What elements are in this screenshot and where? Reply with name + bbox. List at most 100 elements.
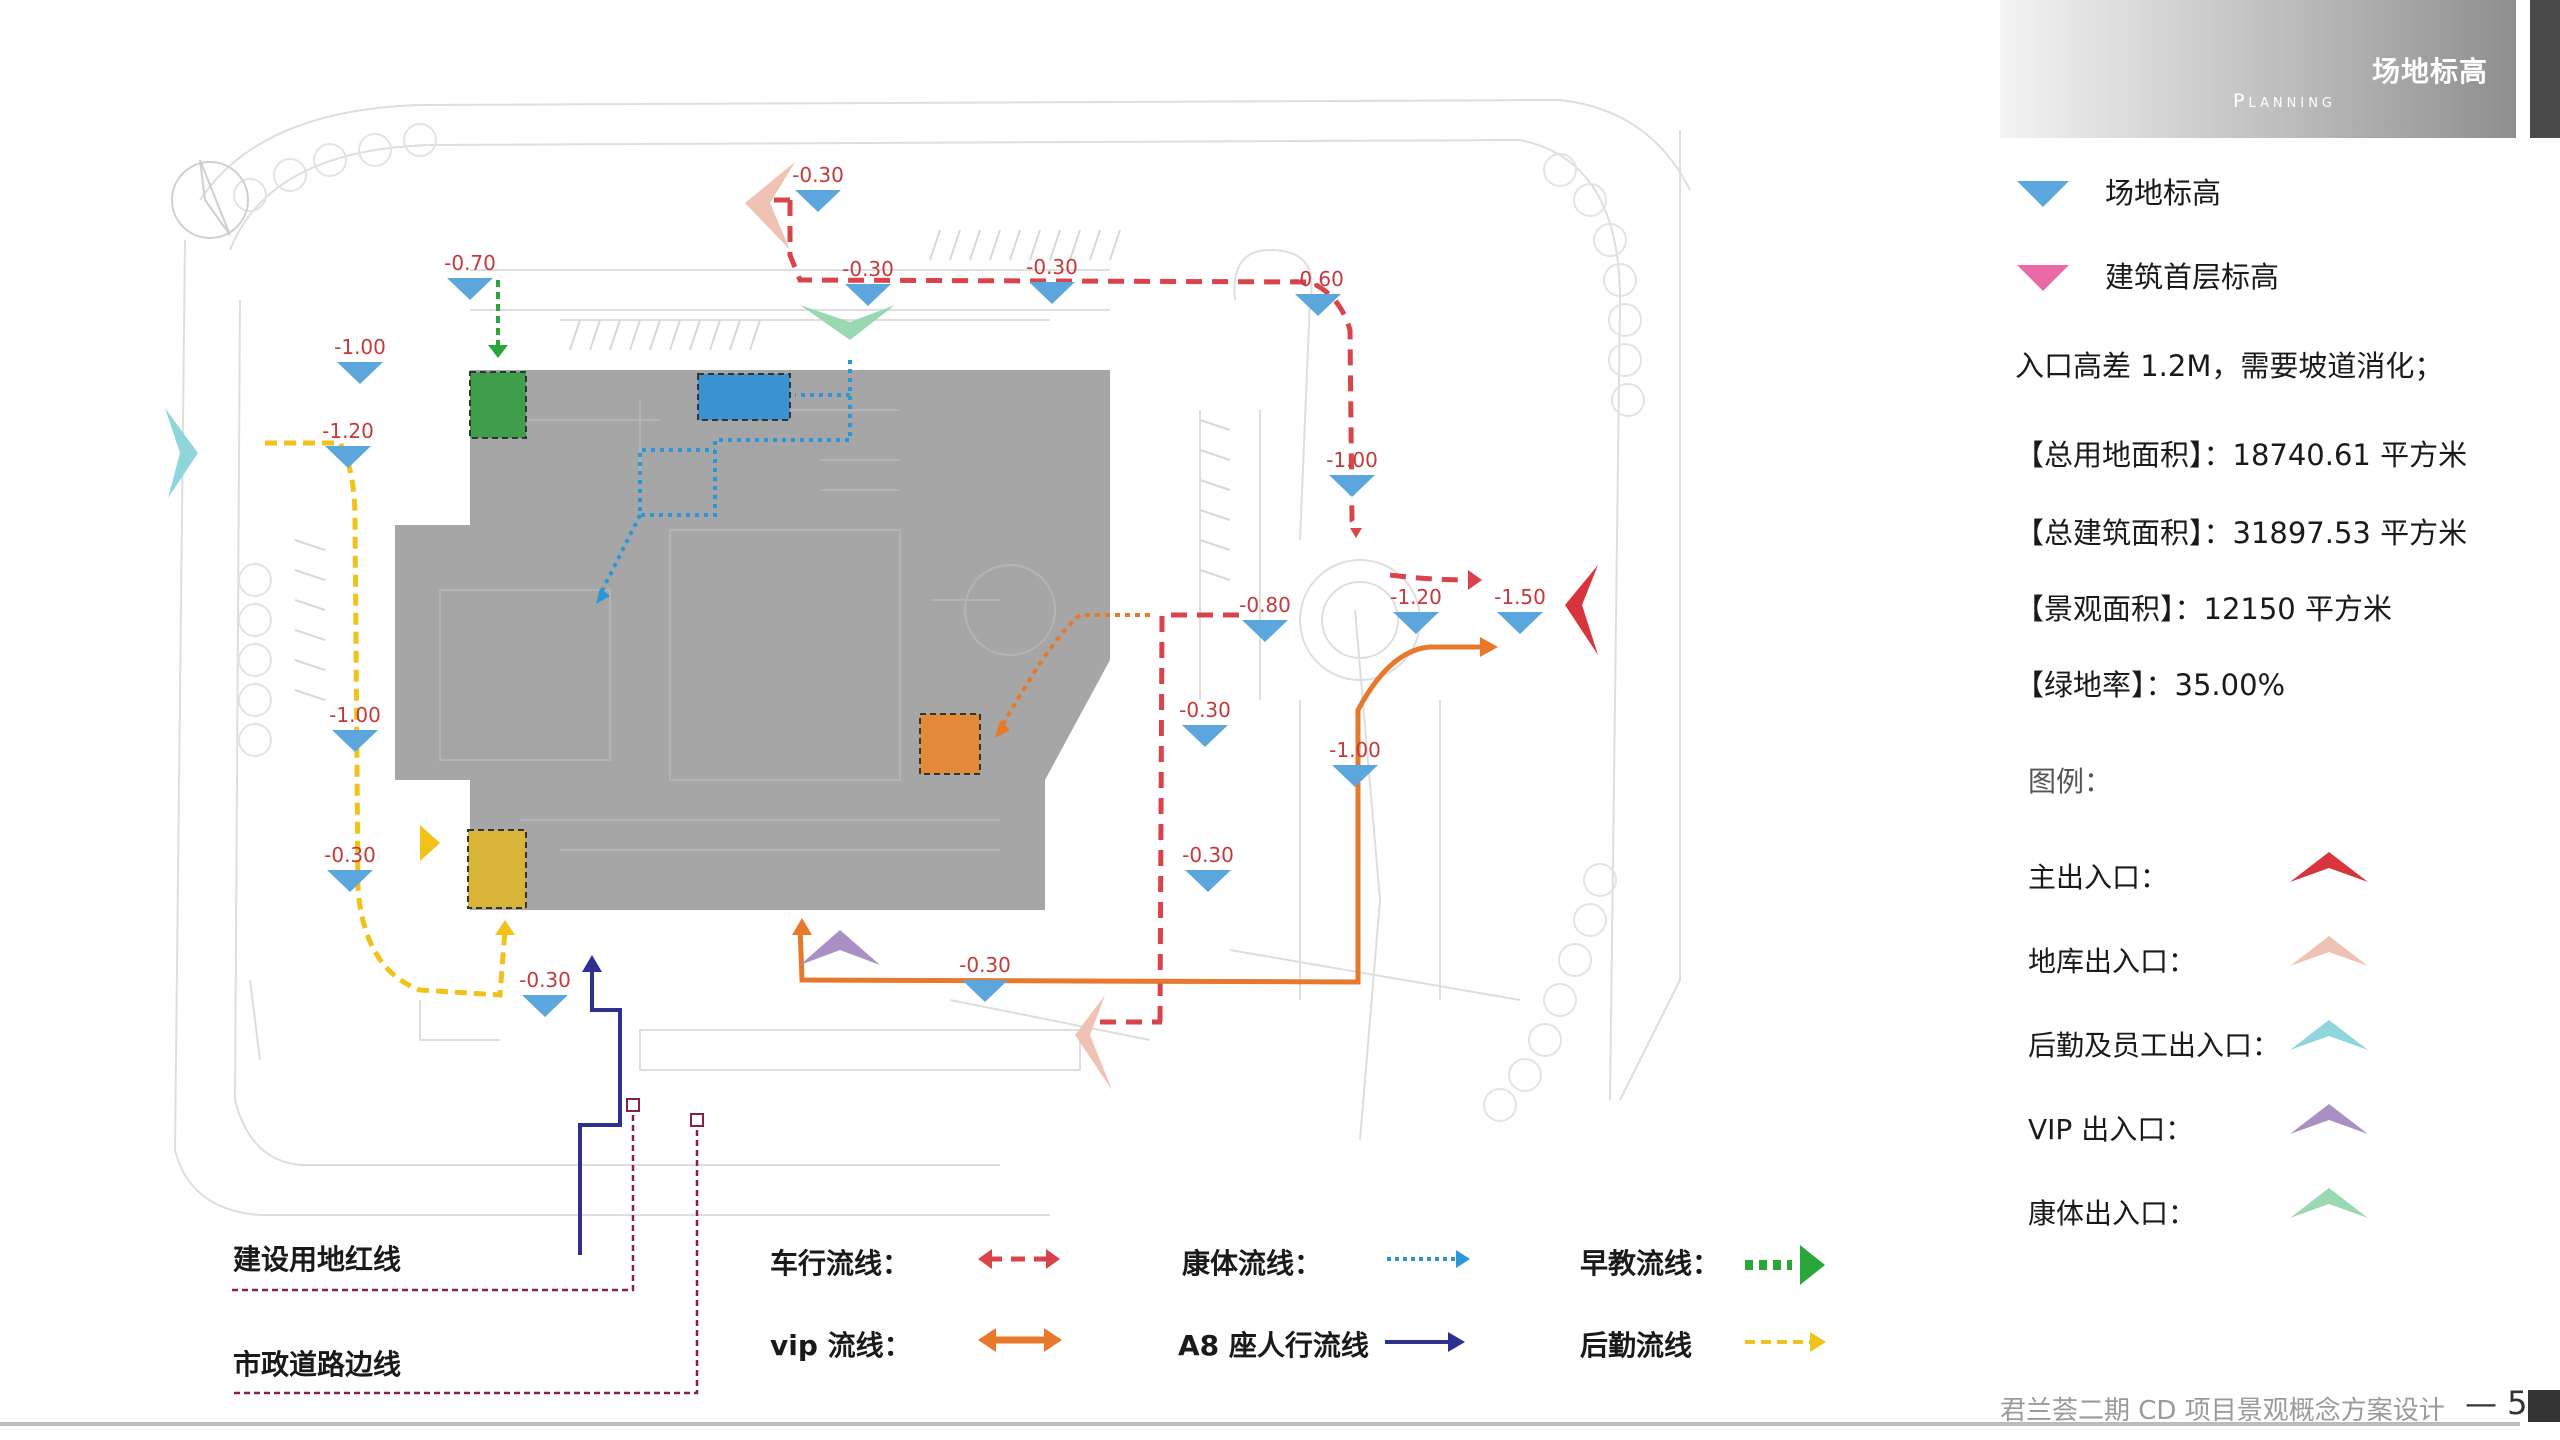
staff-entrance-icon: [165, 408, 198, 498]
total-building-area: 【总建筑面积】：31897.53 平方米: [2015, 516, 2468, 550]
fitness-flow-label: 康体流线：: [1182, 1247, 1323, 1280]
vip-entrance-icon: [800, 930, 880, 965]
vehicle-flow-arrowhead: [1468, 570, 1482, 590]
elevation-marker-icon: [1295, 294, 1341, 316]
garage-entrance-icon: [1075, 995, 1112, 1090]
elevation-value: -1.00: [1329, 738, 1381, 762]
elevation-value: -1.50: [1494, 585, 1546, 609]
elevation-marker-icon: [1497, 612, 1543, 634]
north-arrow-icon: [171, 159, 249, 239]
footer-rule: [0, 1422, 2520, 1426]
building-footprint: [395, 370, 1110, 910]
vip-flow-arrowhead: [1480, 637, 1498, 657]
elevation-marker-icon: [447, 278, 493, 300]
fitness-entrance-icon: [800, 305, 895, 340]
elevation-value: -0.30: [519, 968, 571, 992]
legend-staff-entrance: 后勤及员工出入口：: [2028, 1029, 2281, 1062]
elevation-value: -1.00: [334, 335, 386, 359]
slope-note: 入口高差 1.2M，需要坡道消化；: [2015, 349, 2444, 383]
section-header: 场地标高 Planning: [2000, 0, 2516, 138]
elevation-value: -1.00: [1326, 448, 1378, 472]
fitness-entrance-icon: [2290, 1188, 2368, 1218]
fitness-zone: [697, 373, 791, 421]
vip-inner-flow: [998, 613, 1150, 731]
vip-flow-arrowhead: [792, 918, 812, 935]
elevation-value: -0.30: [1182, 843, 1234, 867]
main-entrance-icon: [1565, 565, 1598, 655]
legend-heading: 图例：: [2028, 765, 2113, 798]
elevation-value: -1.20: [322, 419, 374, 443]
elevation-value: -0.30: [959, 953, 1011, 977]
landscape-area: 【景观面积】：12150 平方米: [2015, 592, 2392, 626]
parking-hatching: [294, 229, 1231, 701]
elevation-marker-icon: [325, 446, 371, 468]
elevation-marker-icon: [332, 730, 378, 752]
site-elevation-icon: [2017, 181, 2069, 207]
red-line-label: 建设用地红线: [233, 1243, 402, 1276]
pedestrian-flow: [578, 965, 622, 1255]
elevation-marker-icon: [795, 190, 841, 212]
legend-fitness-entrance: 康体出入口：: [2028, 1197, 2197, 1230]
fitness-flow: [598, 360, 852, 596]
vip-flow-arrowhead: [995, 720, 1010, 738]
early-education-zone: [469, 371, 527, 439]
legend-vip-entrance: VIP 出入口：: [2028, 1113, 2194, 1146]
road-edge-node: [690, 1113, 704, 1127]
elevation-marker-icon: [327, 870, 373, 892]
elevation-value: -0.30: [1179, 698, 1231, 722]
elevation-marker-icon: [1029, 282, 1075, 304]
vip-flow-label: vip 流线：: [770, 1329, 912, 1362]
logistics-zone: [467, 829, 527, 909]
elevation-marker-icon: [845, 284, 891, 306]
vip-entrance-icon: [2290, 1104, 2368, 1134]
pedestrian-flow-label: A8 座人行流线: [1178, 1329, 1369, 1362]
elevation-value: -0.30: [792, 163, 844, 187]
main-entrance-icon: [2290, 852, 2368, 882]
floor-elevation-icon: [2017, 265, 2069, 291]
pedestrian-flow-arrowhead: [582, 955, 602, 972]
section-title: 场地标高: [2371, 55, 2488, 88]
vip-zone: [919, 713, 981, 775]
elevation-value: -0.60: [1292, 267, 1344, 291]
vip-flow: [797, 644, 1490, 985]
elevation-marker-icon: [1329, 475, 1375, 497]
footer-accent-bar: [2528, 1390, 2560, 1422]
entrance-legend-icons: [2290, 852, 2368, 1218]
elevation-value: -0.30: [842, 257, 894, 281]
marker-legend: [2017, 181, 2069, 291]
logistics-flow-label: 后勤流线: [1580, 1329, 1693, 1362]
fitness-flow-arrowhead: [596, 588, 610, 604]
total-site-area: 【总用地面积】：18740.61 平方米: [2015, 438, 2468, 472]
green-rate: 【绿地率】：35.00%: [2015, 668, 2286, 702]
elevation-marker-icon: [337, 362, 383, 384]
logistics-flow-arrowhead: [495, 920, 515, 935]
elevation-marker-icon: [962, 980, 1008, 1002]
vehicle-flow-arrowhead: [1350, 528, 1362, 538]
background-linework: [173, 98, 1691, 1216]
header-accent-bar: [2530, 0, 2560, 138]
elevation-marker-icon: [1185, 870, 1231, 892]
elevation-value: -0.70: [444, 251, 496, 275]
logistics-flow-arrowhead: [420, 825, 440, 861]
elevation-markers: -0.30 -0.70 -0.30 -0.30 -0.60 -1.00 -1.20 -1.00…: [322, 163, 1546, 1017]
elevation-marker-icon: [1242, 620, 1288, 642]
elevation-marker-icon: [522, 995, 568, 1017]
elevation-value: -0.80: [1239, 593, 1291, 617]
section-subtitle: Planning: [2233, 90, 2336, 112]
footer-title: 君兰荟二期 CD 项目景观概念方案设计: [2000, 1396, 2445, 1426]
elevation-value: -0.30: [324, 843, 376, 867]
elevation-value: -1.20: [1390, 585, 1442, 609]
red-line-leader: [232, 1105, 635, 1292]
red-line-node: [626, 1098, 640, 1112]
site-elevation-label: 场地标高: [2105, 176, 2222, 210]
vehicle-flow: [760, 197, 1471, 1025]
elevation-value: -0.30: [1026, 255, 1078, 279]
elevation-marker-icon: [1332, 765, 1378, 787]
site-plan: -0.30 -0.70 -0.30 -0.30 -0.60 -1.00 -1.20 -1.00…: [165, 98, 1826, 1395]
elevation-marker-icon: [1182, 725, 1228, 747]
tree-row: [233, 123, 1645, 1122]
road-edge-leader: [232, 1120, 699, 1395]
flow-legend-samples: [978, 1245, 1826, 1352]
legend-garage-entrance: 地库出入口：: [2028, 945, 2197, 978]
garage-entrance-icon: [745, 162, 795, 250]
